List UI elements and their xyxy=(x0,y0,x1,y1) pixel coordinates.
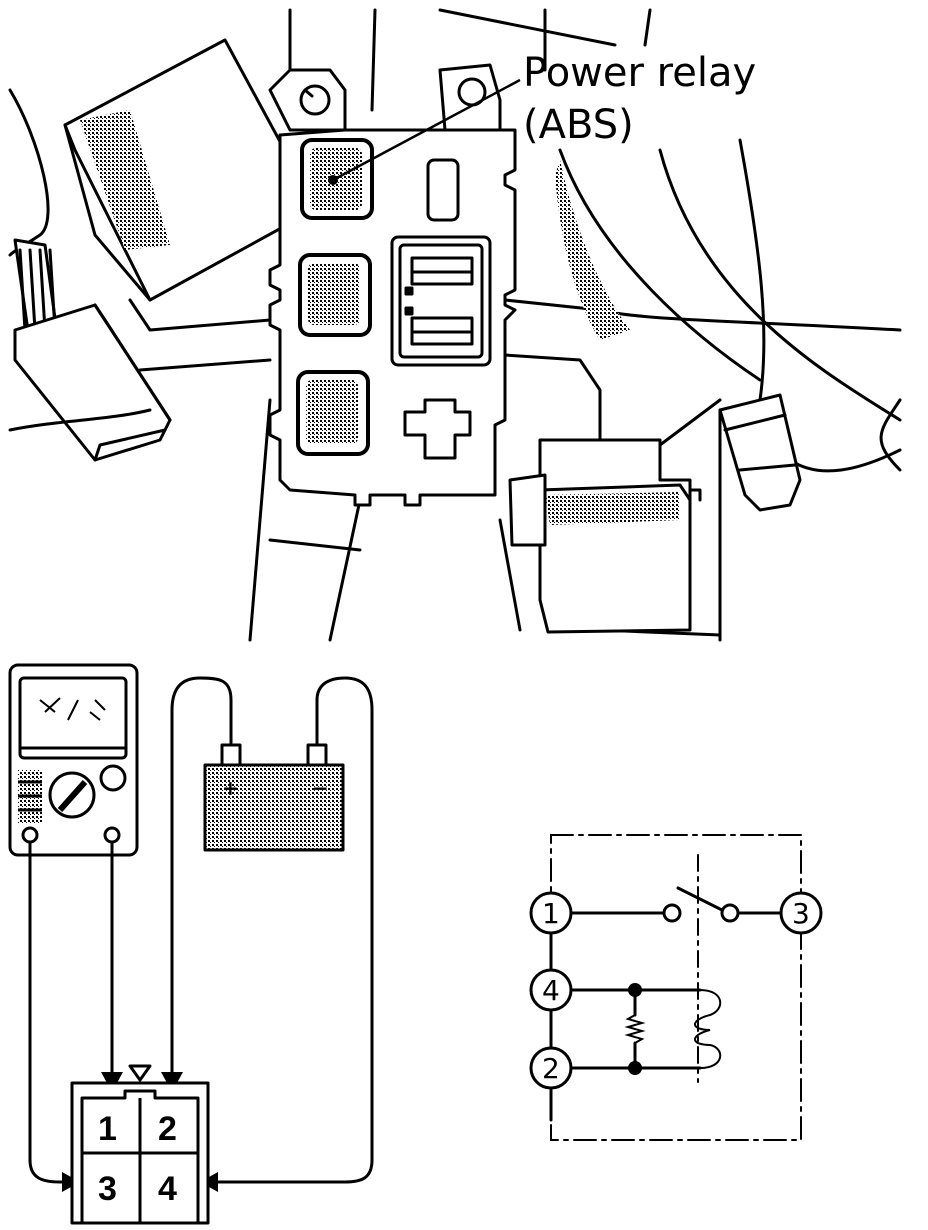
schematic-terminal-3: 3 xyxy=(792,897,810,930)
callout-power-relay: Power relay xyxy=(523,50,756,96)
test-leads xyxy=(28,676,374,1184)
schematic-terminal-4: 4 xyxy=(542,974,560,1007)
battery-plus: + xyxy=(222,776,239,800)
schematic-terminals xyxy=(529,891,823,1090)
connector-pin-4: 4 xyxy=(158,1170,177,1208)
vehicle-illustration xyxy=(8,8,902,642)
schematic-junctions xyxy=(628,983,642,1075)
schematic-terminal-1: 1 xyxy=(542,897,560,930)
callout-leader xyxy=(332,78,521,182)
connector-pin-3: 3 xyxy=(98,1170,117,1208)
schematic-terminal-2: 2 xyxy=(542,1052,560,1085)
relay-connector xyxy=(70,1064,210,1225)
battery-minus: − xyxy=(312,776,329,800)
ohmmeter xyxy=(8,663,139,857)
connector-pin-1: 1 xyxy=(98,1110,117,1148)
callout-abs: (ABS) xyxy=(523,102,634,148)
callout-dot xyxy=(328,175,338,185)
connector-pin-2: 2 xyxy=(158,1110,177,1148)
relay-schematic xyxy=(549,834,802,1141)
